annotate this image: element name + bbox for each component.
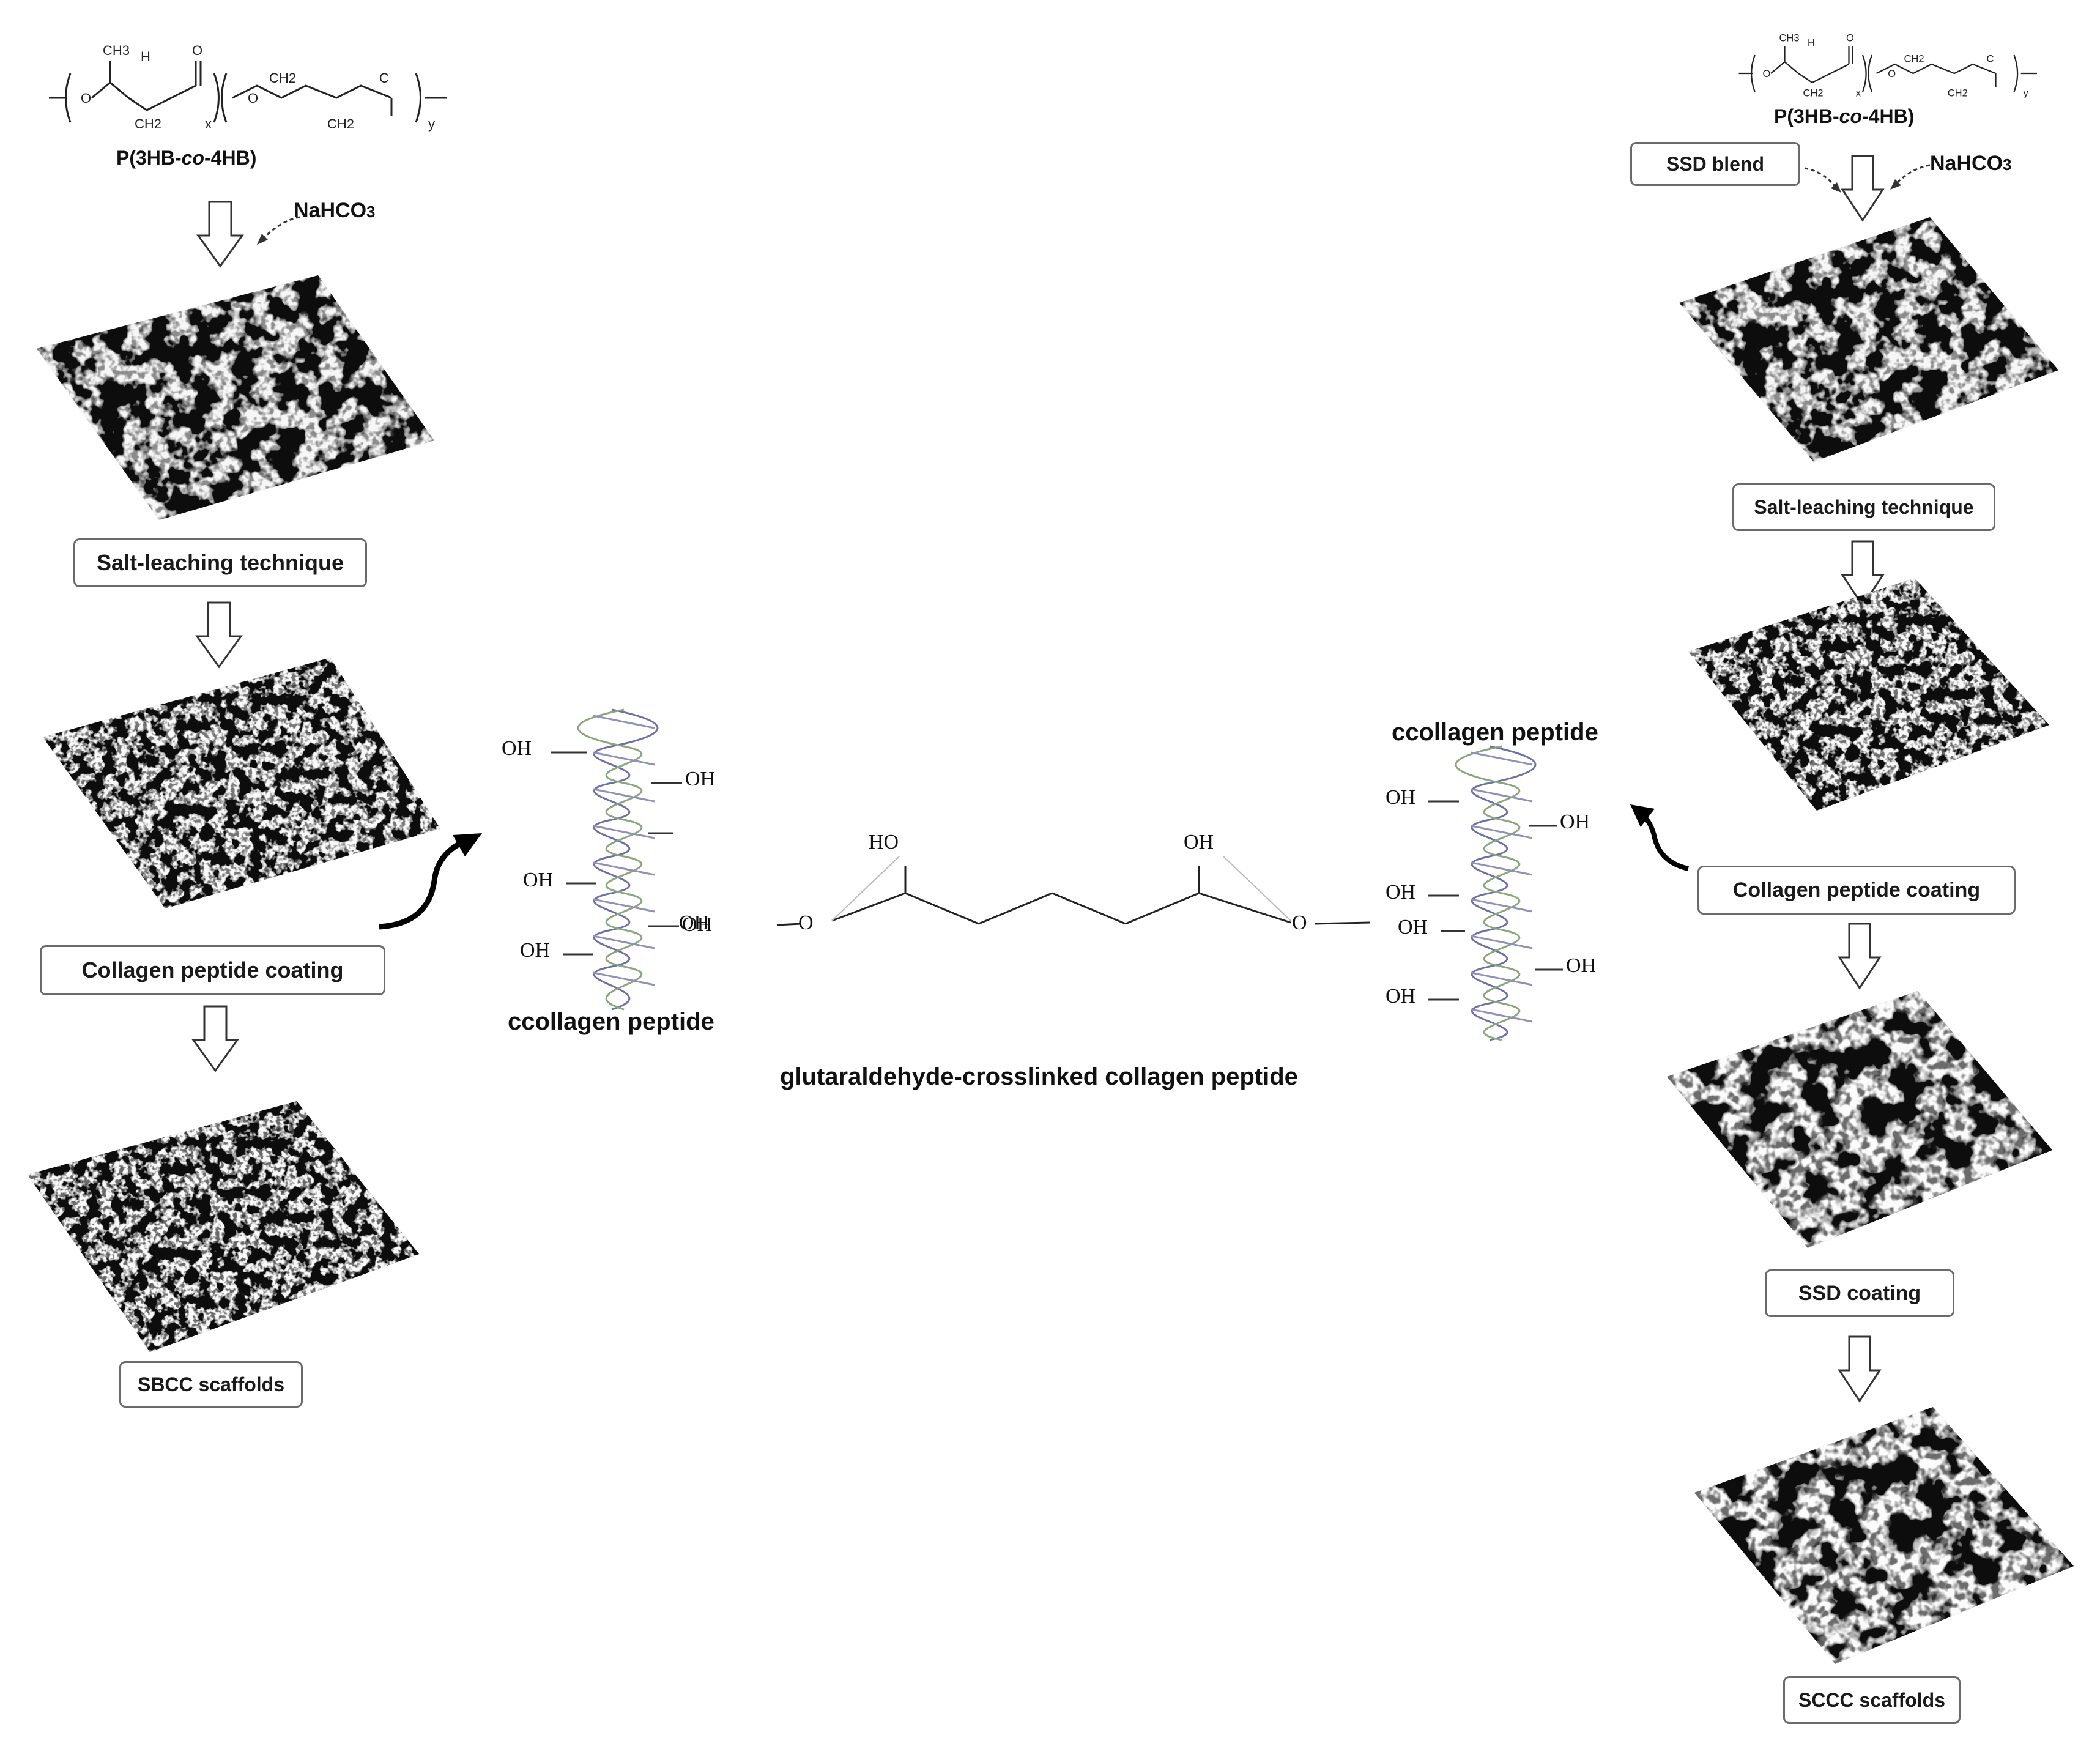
polymer-x: x — [1856, 88, 1861, 99]
oxygen-label: O — [798, 912, 814, 934]
curved-arrow-icon — [1890, 164, 1931, 190]
polymer-label-left-a: P(3HB- — [116, 147, 182, 169]
polymer-label-right-c: -4HB) — [1862, 105, 1915, 127]
oh-label: OH — [1386, 881, 1416, 904]
bond-line — [563, 953, 593, 956]
polymer-label-right-b: co — [1839, 105, 1863, 127]
scaffold-image-left-3 — [28, 1101, 419, 1352]
scaffold-image-left-2 — [43, 658, 440, 908]
curved-arrow-icon — [1630, 804, 1689, 871]
oh-label: OH — [1386, 786, 1416, 809]
polymer-ch3: CH3 — [103, 43, 130, 58]
step-salt-leaching-right: Salt-leaching technique — [1732, 483, 1995, 531]
down-arrow-icon — [1838, 923, 1882, 990]
bond-line — [1428, 894, 1459, 897]
oh-label: OH — [523, 869, 554, 891]
scaffold-image-right-2 — [1688, 578, 2049, 811]
curved-arrow-icon — [257, 216, 300, 245]
polymer-o-carbonyl: O — [1846, 33, 1854, 44]
collagen-helix-right — [1455, 745, 1537, 1041]
polymer-ch2-b: CH2 — [1904, 53, 1924, 64]
curved-arrow-icon — [1804, 167, 1841, 193]
oh-label: OH — [1184, 831, 1214, 853]
oh-label: OH — [682, 913, 713, 936]
bond-line — [651, 782, 682, 784]
bond-line — [648, 925, 679, 927]
oh-label: OH — [520, 939, 551, 962]
scaffold-image-left-1 — [37, 275, 434, 520]
bond-line — [1441, 930, 1465, 932]
collagen-label-right: ccollagen peptide — [1392, 719, 1598, 746]
oh-label: OH — [1386, 985, 1416, 1008]
polymer-ch2-c: CH2 — [327, 116, 354, 132]
bond-line — [1428, 800, 1459, 803]
oh-label: OH — [1566, 954, 1597, 977]
glutaraldehyde-chain — [776, 856, 1371, 926]
result-sbcc-scaffolds: SBCC scaffolds — [119, 1361, 303, 1408]
down-arrow-icon — [191, 1005, 239, 1072]
bond-line — [566, 882, 596, 885]
ho-label: HO — [869, 831, 899, 853]
bond-line — [1529, 825, 1557, 827]
polymer-structure-right: CH3 H O CH2 O x O CH2 CH2 C y — [1738, 33, 2037, 99]
reagent-left: NaHCO3 — [294, 199, 376, 222]
down-arrow-icon — [1841, 540, 1885, 607]
oxygen-label: O — [1292, 912, 1307, 934]
scaffold-image-right-3 — [1667, 991, 2052, 1248]
polymer-ch2-b: CH2 — [269, 70, 296, 86]
polymer-o: O — [81, 91, 91, 106]
curved-arrow-icon — [379, 833, 482, 930]
polymer-ch2-c: CH2 — [1948, 88, 1968, 99]
bond-line — [1535, 968, 1563, 971]
polymer-c2: C — [1987, 53, 1994, 64]
oh-label: OH — [1560, 811, 1590, 833]
polymer-label-right-a: P(3HB- — [1774, 105, 1839, 127]
down-arrow-icon — [1841, 155, 1885, 222]
polymer-label-left: P(3HB-co-4HB) — [116, 147, 256, 169]
polymer-ch2: CH2 — [135, 116, 161, 132]
scaffold-image-right-1 — [1679, 217, 2058, 462]
down-arrow-icon — [195, 601, 243, 669]
polymer-x: x — [205, 116, 212, 132]
step-collagen-coating-left: Collagen peptide coating — [40, 945, 385, 995]
collagen-helix-left — [577, 708, 659, 1011]
polymer-label-right: P(3HB-co-4HB) — [1774, 105, 1914, 128]
step-collagen-coating-right: Collagen peptide coating — [1697, 866, 2016, 915]
polymer-y: y — [2024, 88, 2029, 99]
polymer-o: O — [1763, 69, 1771, 80]
scaffold-image-right-4 — [1694, 1407, 2074, 1664]
oh-label: OH — [685, 768, 716, 790]
polymer-ch2: CH2 — [1803, 88, 1824, 99]
polymer-o2: O — [1888, 69, 1896, 80]
collagen-label-left: ccollagen peptide — [508, 1008, 714, 1035]
polymer-y: y — [428, 116, 435, 132]
reagent-right: NaHCO3 — [1930, 152, 2012, 175]
result-sccc-scaffolds: SCCC scaffolds — [1783, 1676, 1961, 1724]
polymer-h: H — [1808, 37, 1815, 48]
polymer-h: H — [141, 49, 150, 64]
polymer-c2: C — [379, 70, 389, 86]
down-arrow-icon — [1838, 1335, 1882, 1403]
polymer-label-left-c: -4HB) — [204, 147, 257, 169]
bond-line — [551, 751, 587, 754]
bond-line — [648, 832, 673, 834]
step-salt-leaching-left: Salt-leaching technique — [73, 538, 367, 587]
ssd-blend-box: SSD blend — [1630, 142, 1800, 186]
polymer-structure-left: CH3 H O CH2 O x O CH2 CH2 C y — [49, 43, 447, 132]
bond-line — [1428, 998, 1459, 1001]
oh-label: OH — [502, 737, 532, 760]
polymer-ch3: CH3 — [1779, 33, 1800, 44]
oh-label: OH — [679, 912, 710, 934]
oh-label: OH — [1398, 916, 1428, 938]
polymer-o2: O — [248, 91, 258, 106]
step-ssd-coating: SSD coating — [1765, 1269, 1954, 1317]
polymer-o-carbonyl: O — [192, 43, 202, 58]
down-arrow-icon — [196, 201, 244, 268]
polymer-label-left-b: co — [181, 147, 205, 169]
center-caption: glutaraldehyde-crosslinked collagen pept… — [780, 1063, 1298, 1090]
